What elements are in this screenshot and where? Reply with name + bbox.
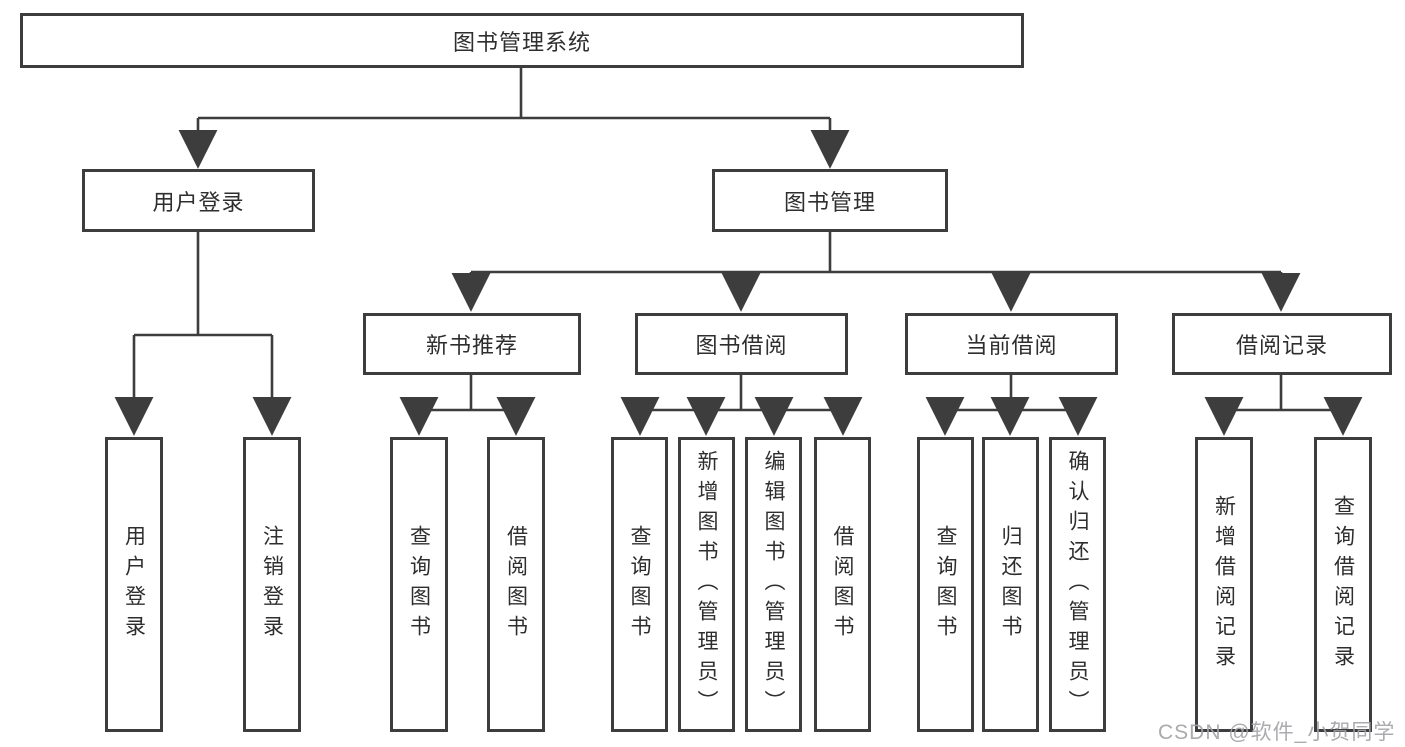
leaf-nbr-query-books-label: 查询图书 xyxy=(407,524,431,645)
node-current-borrowing: 当前借阅 xyxy=(905,313,1118,375)
leaf-bb-query-books: 查询图书 xyxy=(611,437,668,732)
leaf-br-add-borrow-record-label: 新增借阅记录 xyxy=(1212,494,1236,675)
leaf-cb-query-books-label: 查询图书 xyxy=(934,524,957,645)
leaf-nbr-borrow-books: 借阅图书 xyxy=(487,437,545,732)
node-book-management: 图书管理 xyxy=(712,169,948,232)
node-book-borrowing: 图书借阅 xyxy=(635,313,848,375)
node-user-login: 用户登录 xyxy=(82,169,315,232)
leaf-bb-add-books-admin: 新增图书（管理员） xyxy=(678,437,735,732)
node-library-management-system: 图书管理系统 xyxy=(20,13,1024,68)
leaf-user-login-label: 用户登录 xyxy=(122,524,146,645)
leaf-bb-query-books-label: 查询图书 xyxy=(628,524,651,645)
leaf-bb-edit-books-admin: 编辑图书（管理员） xyxy=(745,437,802,732)
leaf-user-login: 用户登录 xyxy=(105,437,163,732)
leaf-cb-query-books: 查询图书 xyxy=(917,437,974,732)
leaf-br-add-borrow-record: 新增借阅记录 xyxy=(1195,437,1253,732)
leaf-br-query-borrow-record: 查询借阅记录 xyxy=(1314,437,1372,732)
leaf-bb-edit-books-admin-label: 编辑图书（管理员） xyxy=(762,449,785,720)
leaf-cb-confirm-return-admin-label: 确认归还（管理员） xyxy=(1066,449,1089,720)
leaf-cb-return-books-label: 归还图书 xyxy=(999,524,1022,645)
leaf-bb-borrow-books-label: 借阅图书 xyxy=(831,524,854,645)
leaf-nbr-query-books: 查询图书 xyxy=(390,437,448,732)
csdn-watermark: CSDN @软件_小贺同学 xyxy=(1158,721,1396,744)
leaf-bb-add-books-admin-label: 新增图书（管理员） xyxy=(695,449,718,720)
leaf-cb-return-books: 归还图书 xyxy=(982,437,1039,732)
leaf-bb-borrow-books: 借阅图书 xyxy=(814,437,871,732)
leaf-logout-label: 注销登录 xyxy=(260,524,284,645)
leaf-br-query-borrow-record-label: 查询借阅记录 xyxy=(1331,494,1355,675)
node-borrowing-records: 借阅记录 xyxy=(1172,313,1392,375)
leaf-logout: 注销登录 xyxy=(243,437,301,732)
node-new-book-recommendation: 新书推荐 xyxy=(363,313,581,375)
leaf-nbr-borrow-books-label: 借阅图书 xyxy=(504,524,528,645)
leaf-cb-confirm-return-admin: 确认归还（管理员） xyxy=(1049,437,1106,732)
